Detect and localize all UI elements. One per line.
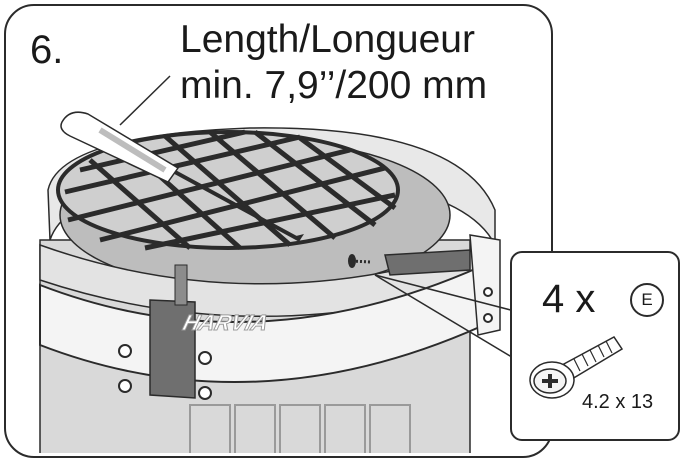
step-number: 6. xyxy=(30,28,64,72)
screw-in-place xyxy=(348,254,371,268)
heater-grille xyxy=(189,404,411,453)
screw-size: 4.2 x 13 xyxy=(582,391,654,413)
part-quantity: 4 x xyxy=(542,277,596,321)
length-pointer-line xyxy=(119,75,171,126)
harvia-logo: HARVIA xyxy=(180,310,271,335)
screw-icon xyxy=(529,336,624,399)
length-value: min. 7,9’’/200 mm xyxy=(180,64,488,107)
length-label: Length/Longueur xyxy=(180,18,475,61)
part-callout: 4 x E 4.2 x 13 xyxy=(510,251,680,441)
bolts xyxy=(118,287,493,400)
callout-line-top xyxy=(374,274,526,366)
bracket-right xyxy=(384,249,471,276)
callout-line-bottom xyxy=(374,274,531,316)
screwdriver-icon xyxy=(60,111,304,242)
part-tag: E xyxy=(630,283,664,317)
bracket-post xyxy=(174,264,188,306)
